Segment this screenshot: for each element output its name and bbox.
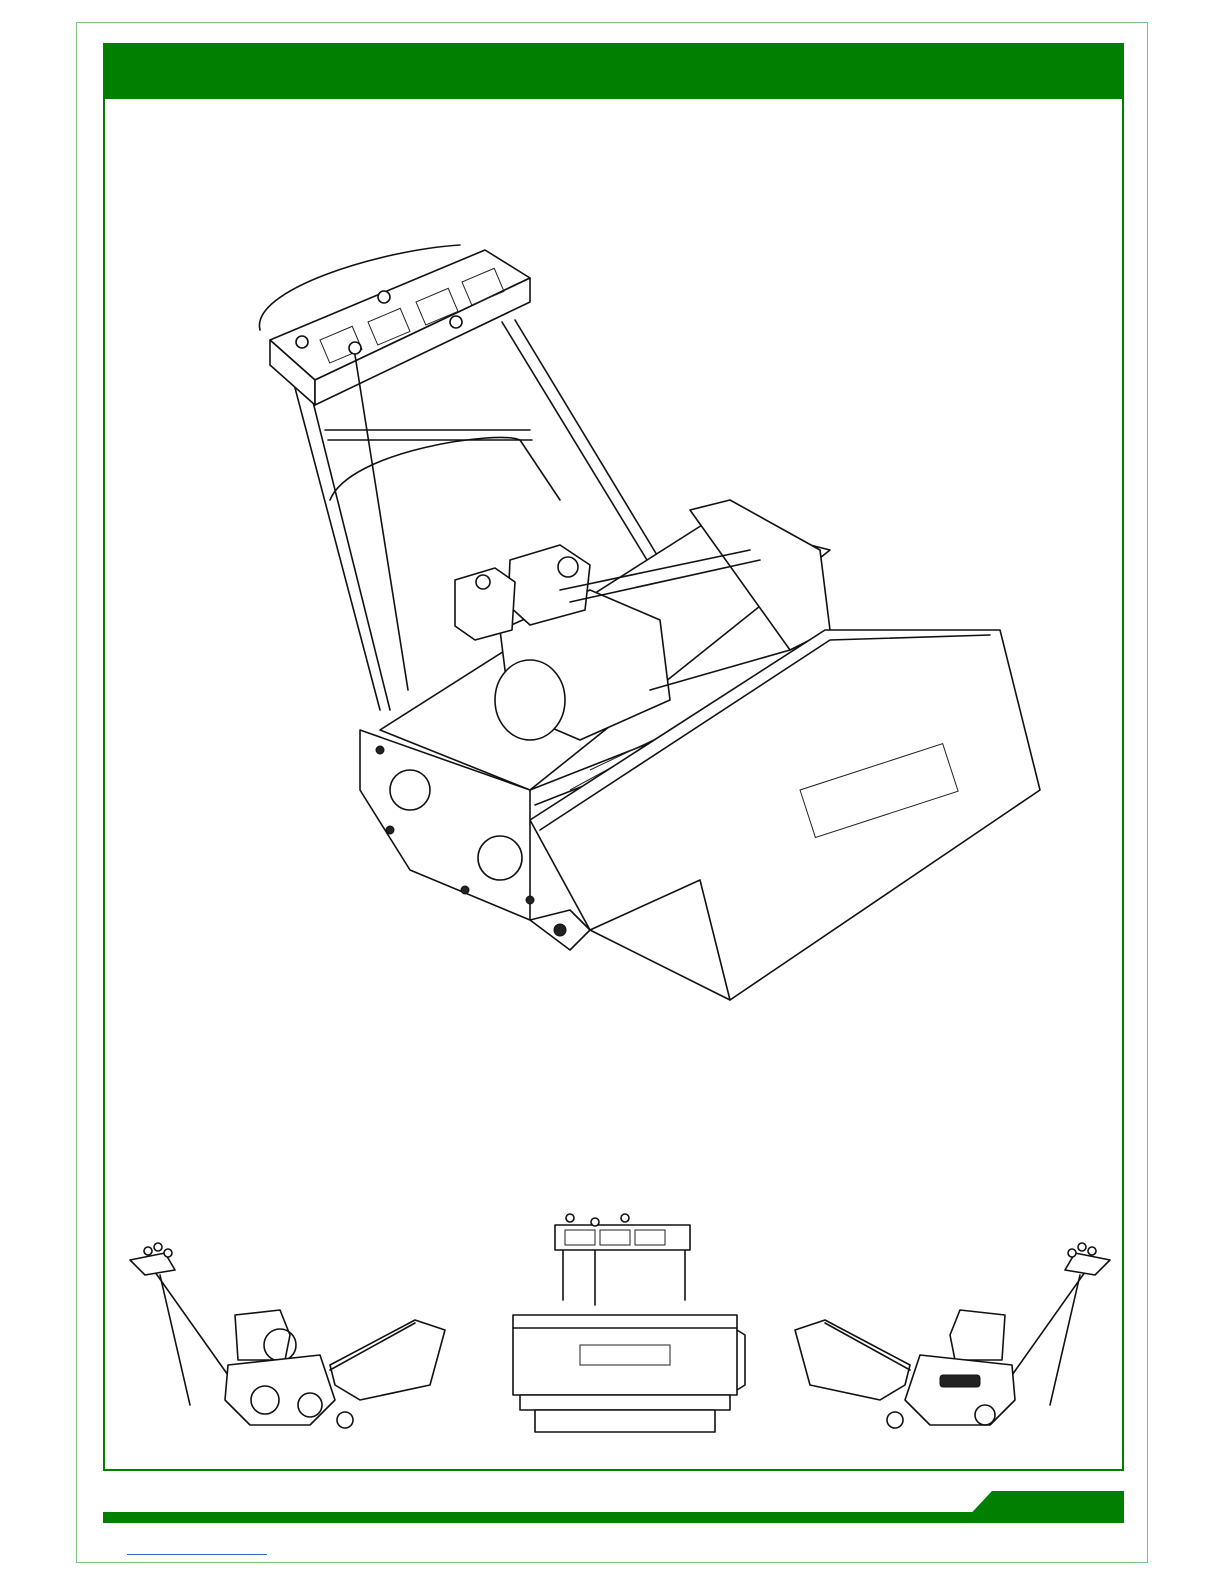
header-bar — [103, 43, 1124, 99]
mower-perspective-illustration — [230, 230, 1060, 1020]
front-view — [505, 1210, 750, 1440]
link-underline[interactable] — [127, 1554, 267, 1555]
page-number — [1010, 1494, 1110, 1520]
left-side-view — [120, 1235, 450, 1440]
right-side-view — [790, 1235, 1120, 1440]
